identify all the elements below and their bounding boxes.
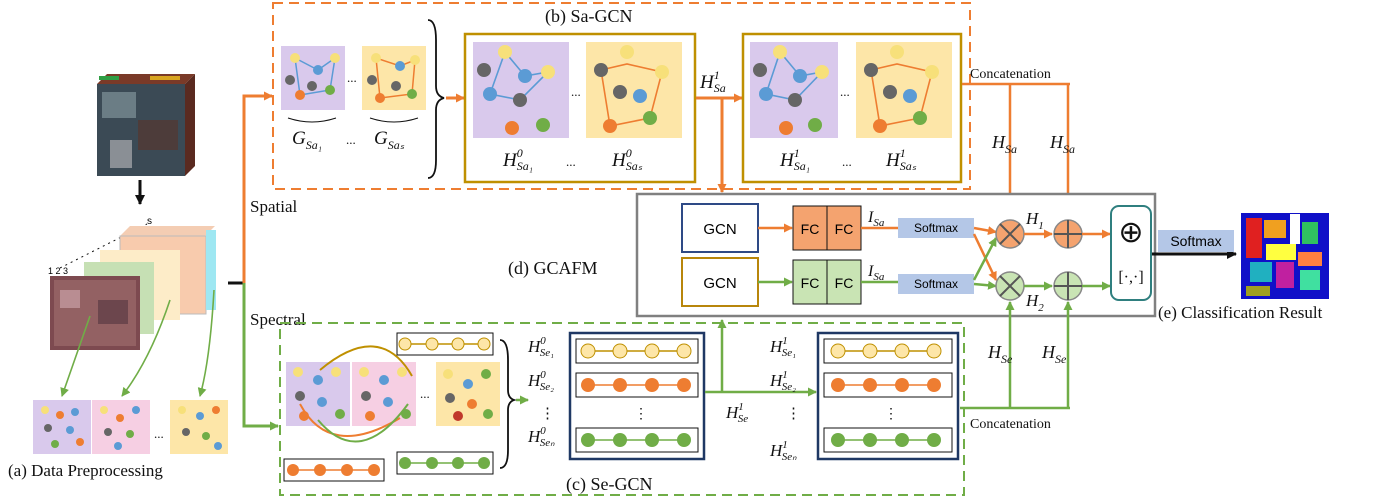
panel-a-label: (a) Data Preprocessing — [8, 461, 163, 480]
softmax-top — [898, 218, 974, 238]
h1-se-vdots: ⋮ — [786, 406, 801, 422]
softmax-top-label: Softmax — [914, 221, 958, 235]
softmax-bottom-label: Softmax — [914, 277, 958, 291]
add-node-bottom — [1053, 271, 1083, 301]
h-se-label-1: HSe — [987, 342, 1013, 366]
se-concatenation-label: Concatenation — [970, 417, 1051, 432]
h1-ellipsis: ... — [840, 84, 850, 99]
fc-bottom-2-label: FC — [835, 275, 854, 291]
h0-chain-vdots: ⋮ — [634, 407, 648, 422]
h-sa-label-2: HSa — [1049, 132, 1075, 156]
direct-sum-symbol: ⊕ — [1118, 216, 1143, 249]
output-softmax — [1158, 230, 1234, 252]
h-sa-label-1: HSa — [991, 132, 1017, 156]
h-se-label-2: HSe — [1041, 342, 1067, 366]
h1-chain-vdots: ⋮ — [884, 407, 898, 422]
fc-bottom-2 — [826, 259, 862, 305]
se-graph-ellipsis: ... — [420, 386, 430, 401]
preprocessed-graphs: ... — [33, 289, 228, 454]
panel-d-label: (d) GCAFM — [508, 258, 598, 279]
band-index-last: s — [147, 216, 152, 227]
g-sa-first: GSa₁ — [292, 128, 322, 152]
multiply-node-bottom — [995, 271, 1025, 301]
concat-bracket-symbol: [·,·] — [1118, 269, 1143, 286]
fc-bottom-1-label: FC — [801, 275, 820, 291]
fusion-operator-box — [1110, 205, 1152, 301]
h1-label-ellipsis: ... — [842, 154, 852, 169]
spectral-label: Spectral — [250, 310, 306, 329]
h0-label-ellipsis: ... — [566, 154, 576, 169]
add-node-top — [1053, 219, 1083, 249]
g-sa-last: GSaₛ — [374, 128, 405, 152]
i-sa-bottom-label: ISa — [867, 263, 885, 283]
panel-c-label: (c) Se-GCN — [566, 474, 652, 495]
graph-ellipsis: ... — [154, 426, 164, 441]
data-preprocessing-panel: s 1 2 3 ... — [8, 74, 228, 480]
sa-concatenation-label: Concatenation — [970, 67, 1051, 82]
gcn-block-bottom-label: GCN — [703, 275, 736, 292]
fc-top-2 — [826, 205, 862, 251]
hsi-cube-image — [97, 74, 195, 176]
classification-result-map — [1241, 213, 1329, 299]
h1-fusion-label: H1 — [1025, 209, 1044, 232]
gcn-block-bottom — [681, 257, 759, 307]
fc-top-1-label: FC — [801, 221, 820, 237]
gcafm-panel: (d) GCAFM GCN GCN FC FC FC FC ISa ISa So… — [508, 192, 1157, 318]
band-slices: s 1 2 3 — [48, 216, 216, 350]
h2-fusion-label: H2 — [1025, 291, 1044, 314]
h0-se-vdots: ⋮ — [540, 406, 555, 422]
fc-top-1 — [792, 205, 828, 251]
panel-e-label: (e) Classification Result — [1158, 303, 1323, 322]
gcn-block-top-label: GCN — [703, 221, 736, 238]
gcn-block-top — [681, 203, 759, 253]
g-ellipsis: ... — [346, 132, 356, 147]
spatial-label: Spatial — [250, 197, 297, 216]
i-sa-top-label: ISa — [867, 209, 885, 229]
sa-input-ellipsis: ... — [347, 70, 357, 85]
softmax-bottom — [898, 274, 974, 294]
multiply-node-top — [995, 219, 1025, 249]
panel-b-label: (b) Sa-GCN — [545, 6, 633, 27]
h0-ellipsis: ... — [571, 84, 581, 99]
output-softmax-label: Softmax — [1170, 233, 1221, 249]
band-index-first: 1 2 3 — [48, 266, 68, 276]
fc-bottom-1 — [792, 259, 828, 305]
fc-top-2-label: FC — [835, 221, 854, 237]
